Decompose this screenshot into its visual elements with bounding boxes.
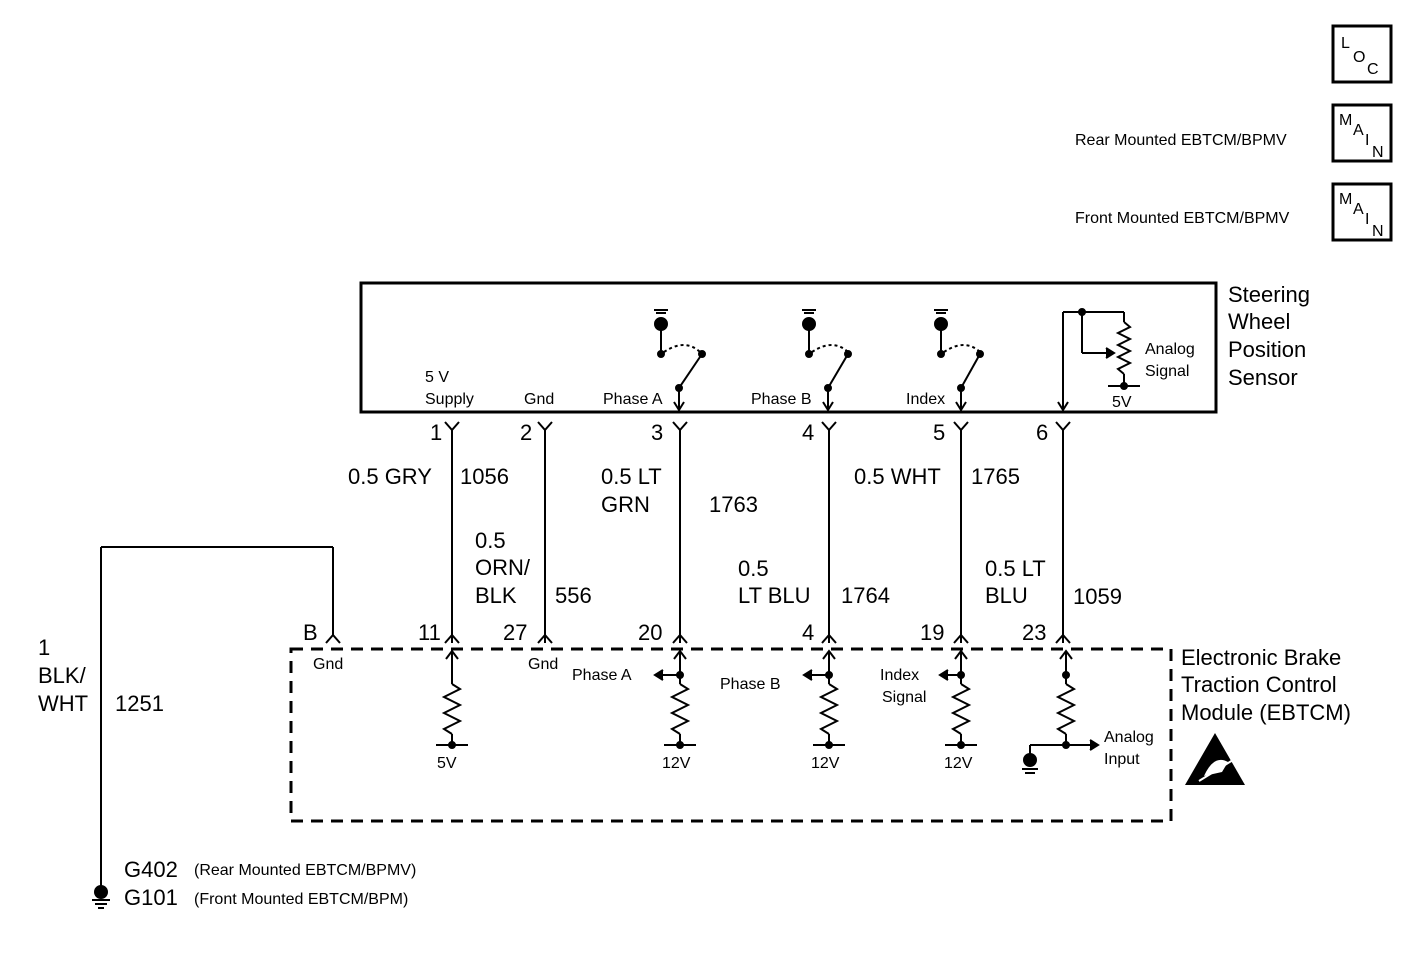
wire-3-color-1: 0.5 LT [601,464,662,489]
wire-2-color-3: BLK [475,583,517,608]
sensor-switch-phase-a [654,309,706,412]
sensor-5v-label: 5 V [425,369,449,386]
module-analog-label: Analog [1104,729,1154,746]
wire-2-color-2: ORN/ [475,555,531,580]
main-button-rear[interactable]: M A I N [1331,103,1393,163]
wire-3-circuit: 1763 [709,492,758,517]
module-12v-pin20: 12V [662,755,691,772]
sensor-potentiometer [1057,308,1140,412]
module-pin-11: 11 [418,620,441,645]
sensor-gnd-label: Gnd [524,391,554,408]
wire-4-color-2: LT BLU [738,583,811,608]
module-pin-20: 20 [638,620,662,645]
module-signal-label: Signal [882,689,926,706]
module-pin-b: B [303,620,318,645]
svg-text:O: O [1353,49,1365,66]
svg-text:M: M [1339,191,1352,208]
wire-5-color: 0.5 WHT [854,464,941,489]
wire-5-circuit: 1765 [971,464,1020,489]
wire-2-color-1: 0.5 [475,528,506,553]
ground-g101-note: (Front Mounted EBTCM/BPM) [194,891,408,908]
wire-6-circuit: 1059 [1073,584,1122,609]
module-pin-4: 4 [802,620,814,645]
module-12v-pin4: 12V [811,755,840,772]
sensor-phase-b-label: Phase B [751,391,811,408]
sensor-switch-index [934,309,984,412]
sensor-pin-2: 2 [520,420,532,445]
svg-text:A: A [1353,201,1364,218]
loc-button[interactable]: L O C [1331,24,1393,84]
sensor-title: Steering Wheel Position Sensor [1228,282,1310,390]
svg-text:M: M [1339,112,1352,129]
wire-4-circuit: 1764 [841,583,890,608]
module-box [289,647,1173,823]
sensor-pin-3: 3 [651,420,663,445]
module-resistor-pin-19 [938,649,977,749]
svg-text:N: N [1372,223,1384,240]
sensor-pin-5: 5 [933,420,945,445]
svg-text:C: C [1367,61,1379,78]
main-button-front[interactable]: M A I N [1331,182,1393,242]
svg-text:Position: Position [1228,337,1306,362]
ground-wire-color-3: WHT [38,691,88,716]
module-analog-input [1022,649,1100,774]
sensor-phase-a-label: Phase A [603,391,663,408]
module-index-label: Index [880,667,919,684]
sensor-analog-label: Analog [1145,341,1195,358]
module-pin-27: 27 [503,620,527,645]
sensor-supply-label: Supply [425,391,474,408]
sensor-index-label: Index [906,391,945,408]
module-gnd-b-label: Gnd [313,656,343,673]
front-mounted-label: Front Mounted EBTCM/BPMV [1075,210,1290,227]
ground-g402-note: (Rear Mounted EBTCM/BPMV) [194,862,416,879]
wire-1-circuit: 1056 [460,464,509,489]
module-phase-a-label: Phase A [572,667,632,684]
wires [100,421,1071,890]
module-5v-label: 5V [437,755,457,772]
module-12v-pin19: 12V [944,755,973,772]
sensor-signal-label: Signal [1145,363,1189,380]
module-phase-b-label: Phase B [720,676,780,693]
wire-4-color-1: 0.5 [738,556,769,581]
module-pin-19: 19 [920,620,944,645]
svg-text:A: A [1353,122,1364,139]
ground-symbol-icon [92,885,110,909]
module-gnd-27-label: Gnd [528,656,558,673]
ground-wire-circuit: 1251 [115,691,164,716]
svg-text:Traction Control: Traction Control [1181,672,1337,697]
svg-text:Module (EBTCM): Module (EBTCM) [1181,700,1351,725]
wire-1-color: 0.5 GRY [348,464,432,489]
esd-warning-icon [1185,733,1245,785]
module-resistor-pin-4 [802,649,845,749]
ground-wire-color-1: 1 [38,635,50,660]
wire-3-color-2: GRN [601,492,650,517]
svg-text:Sensor: Sensor [1228,365,1298,390]
svg-text:Electronic Brake: Electronic Brake [1181,645,1341,670]
module-resistor-pin-20 [653,649,696,749]
module-title: Electronic Brake Traction Control Module… [1181,645,1351,725]
svg-text:Steering: Steering [1228,282,1310,307]
module-input-label: Input [1104,751,1140,768]
wire-6-color-2: BLU [985,583,1028,608]
sensor-pin-1: 1 [430,420,442,445]
wire-6-color-1: 0.5 LT [985,556,1046,581]
rear-mounted-label: Rear Mounted EBTCM/BPMV [1075,132,1287,149]
svg-text:Wheel: Wheel [1228,309,1290,334]
ground-g101: G101 [124,885,178,910]
sensor-pin-4: 4 [802,420,814,445]
svg-text:I: I [1365,132,1369,149]
sensor-box [359,281,1218,414]
svg-text:I: I [1365,211,1369,228]
svg-text:N: N [1372,144,1384,161]
module-resistor-pin-11 [436,649,468,749]
sensor-pin-6: 6 [1036,420,1048,445]
svg-text:L: L [1341,35,1350,52]
wire-2-circuit: 556 [555,583,592,608]
ground-wire-color-2: BLK/ [38,663,87,688]
sensor-switch-phase-b [802,309,852,412]
sensor-5v-ref: 5V [1112,394,1132,411]
module-pin-23: 23 [1022,620,1046,645]
ground-g402: G402 [124,857,178,882]
